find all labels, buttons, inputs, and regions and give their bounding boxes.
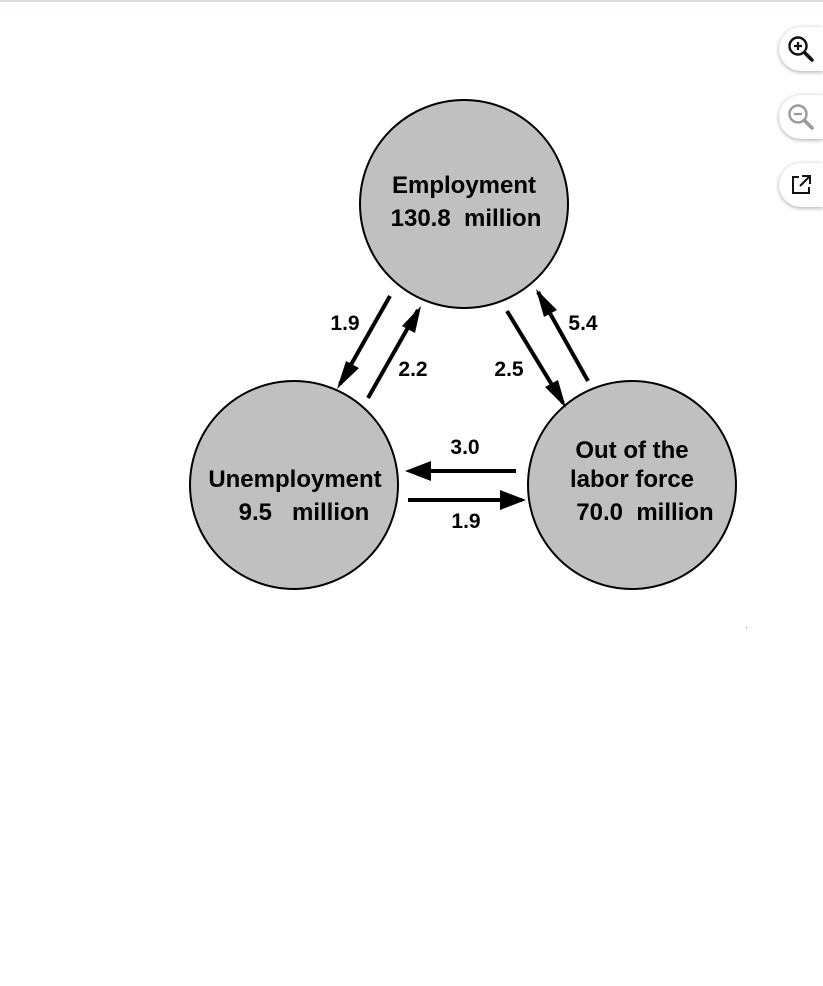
stray-dot <box>746 627 747 628</box>
external-link-icon <box>792 175 811 194</box>
arrowhead-unemployment-to-out <box>500 490 526 510</box>
flow-label-out-to-employment: 5.4 <box>568 312 598 335</box>
out-of-labor-force-value: 70.0 million <box>576 499 713 526</box>
top-border <box>0 0 823 2</box>
flow-label-unemployment-to-employment: 2.2 <box>398 358 427 381</box>
arrowhead-employment-to-unemployment <box>337 361 359 389</box>
employment-title: Employment <box>392 172 536 199</box>
zoom-in-icon <box>788 36 814 62</box>
flow-label-employment-to-unemployment: 1.9 <box>330 312 359 335</box>
flow-label-employment-to-out: 2.5 <box>494 358 524 381</box>
flow-label-out-to-unemployment: 3.0 <box>450 436 479 459</box>
unemployment-title: Unemployment <box>208 466 381 493</box>
arrowhead-employment-to-out <box>545 380 566 408</box>
out-of-labor-force-circle <box>527 380 737 590</box>
out-of-labor-force-line2: labor force <box>570 466 694 493</box>
node-unemployment: Unemployment 9.5 million <box>189 380 399 590</box>
zoom-in-button[interactable] <box>779 27 823 71</box>
arrowhead-out-to-unemployment <box>405 461 431 481</box>
out-of-labor-force-line1: Out of the <box>575 437 688 464</box>
employment-circle <box>359 99 569 309</box>
node-employment: Employment 130.8 million <box>359 99 569 309</box>
unemployment-circle <box>189 380 399 590</box>
zoom-out-icon <box>788 104 814 130</box>
flow-label-unemployment-to-out: 1.9 <box>451 510 480 533</box>
zoom-out-button[interactable] <box>779 95 823 139</box>
employment-value: 130.8 million <box>391 205 542 232</box>
unemployment-value: 9.5 million <box>239 499 370 526</box>
open-external-button[interactable] <box>779 163 823 207</box>
node-out-of-labor-force: Out of the labor force 70.0 million <box>527 380 737 590</box>
arrowhead-out-to-employment <box>536 289 557 317</box>
arrowhead-unemployment-to-employment <box>402 306 421 333</box>
